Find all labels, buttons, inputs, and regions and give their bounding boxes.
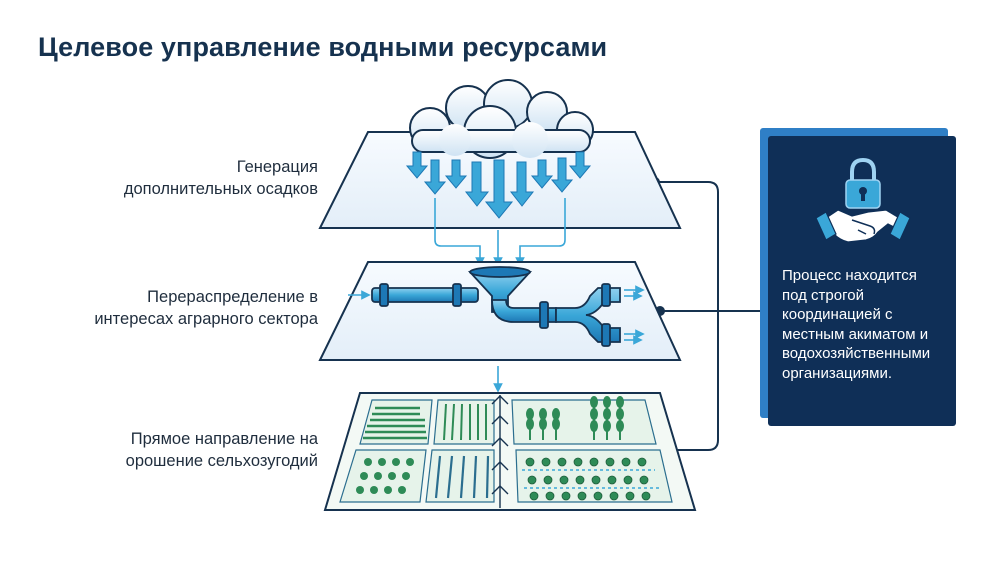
lock-icon [845,157,881,209]
flow-lines [434,198,566,267]
irrigated-fields-icon [339,395,673,508]
stage-label-line: интересах аграрного сектора [94,310,318,328]
outflow-arrows [624,285,645,345]
handshake-icon [815,209,911,243]
info-card-line: местным акиматом и [782,325,929,343]
stage-label-line: Прямое направление на [130,430,318,448]
info-icons [815,157,911,243]
stage-label-line: Генерация [236,158,318,176]
connector-lines [655,181,768,451]
info-card-text: Процесс находится под строгой координаци… [782,266,952,383]
stage-label-line: орошение сельхозугодий [125,452,318,470]
info-card-line: под строгой [782,286,864,304]
funnel-pipe-icon [371,266,621,347]
info-card-line: организациями. [782,364,893,382]
stage-label-redistribution: Перераспределение в интересах аграрного … [18,286,318,330]
info-card-line: Процесс находится [782,267,917,284]
cloud-rain-icon [409,79,594,159]
page-title: Целевое управление водными ресурсами [38,32,608,62]
stage-label-precipitation: Генерация дополнительных осадков [18,156,318,200]
stage-label-line: дополнительных осадков [123,180,318,198]
stage-label-irrigation: Прямое направление на орошение сельхозуг… [18,428,318,472]
stage-label-line: Перераспределение в [147,288,318,306]
info-card: Процесс находится под строгой координаци… [768,136,956,426]
rain-arrows [405,151,592,219]
info-card-line: координацией с [782,306,893,323]
info-card-line: водохозяйственными [782,345,931,362]
